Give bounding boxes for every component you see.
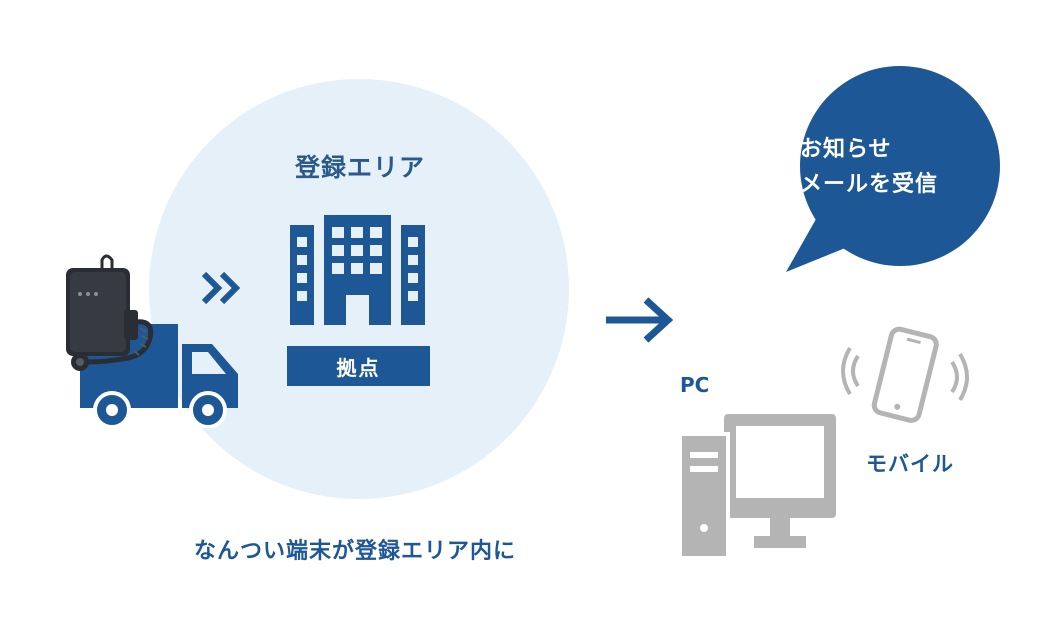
speech-bubble-icon	[786, 66, 1000, 272]
pc-label: PC	[680, 373, 710, 397]
base-label: 拠点	[287, 346, 430, 386]
tracker-device-icon	[66, 254, 154, 371]
bubble-line-2: メールを受信	[800, 172, 939, 197]
area-title: 登録エリア	[294, 153, 425, 182]
double-chevron-icon	[201, 271, 241, 305]
bubble-text: お知らせ メールを受信	[800, 132, 1000, 202]
arrow-right-icon	[606, 297, 674, 343]
smartphone-icon	[841, 326, 969, 423]
bubble-line-1: お知らせ	[800, 137, 892, 162]
building-icon	[290, 215, 425, 325]
caption: なんつい端末が登録エリア内に	[193, 539, 516, 564]
pc-icon	[680, 414, 836, 560]
mobile-label: モバイル	[866, 452, 954, 476]
